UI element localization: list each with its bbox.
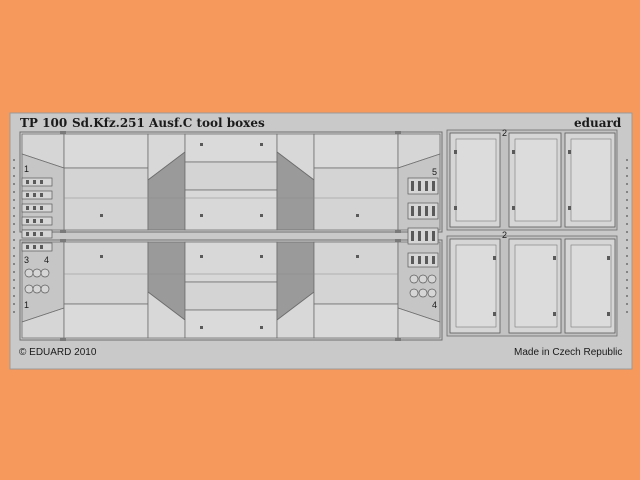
part-number-2-top: 2 — [502, 128, 508, 138]
part-number-3: 3 — [24, 255, 30, 265]
part-number-1-bottom: 1 — [24, 300, 30, 310]
origin-text: Made in Czech Republic — [514, 347, 623, 358]
tool-box-strip-top — [19, 131, 443, 233]
door-panels-top — [446, 129, 618, 231]
fret-code: TP 100 — [20, 116, 68, 130]
part-number-2-bottom: 2 — [502, 230, 508, 240]
part-number-4-right: 4 — [432, 300, 438, 310]
door-panels-bottom — [446, 235, 618, 337]
part-number-4-left: 4 — [44, 255, 50, 265]
small-parts-right-detail — [411, 181, 435, 264]
part-number-5: 5 — [432, 167, 438, 177]
tool-box-strip-bottom — [19, 239, 443, 341]
small-parts-left-detail — [26, 180, 43, 249]
small-parts-left — [21, 177, 53, 294]
rivet-holes — [100, 143, 359, 329]
brand-logo: eduard — [574, 116, 622, 130]
edge-dots-left — [13, 159, 15, 313]
edge-dots-right — [626, 159, 628, 313]
sprue-tabs — [60, 131, 401, 341]
copyright-text: © EDUARD 2010 — [19, 347, 97, 358]
fret-title: Sd.Kfz.251 Ausf.C tool boxes — [72, 116, 265, 130]
small-parts-right — [407, 177, 439, 298]
door-hinge-marks — [454, 150, 610, 316]
part-number-1-top: 1 — [24, 164, 30, 174]
